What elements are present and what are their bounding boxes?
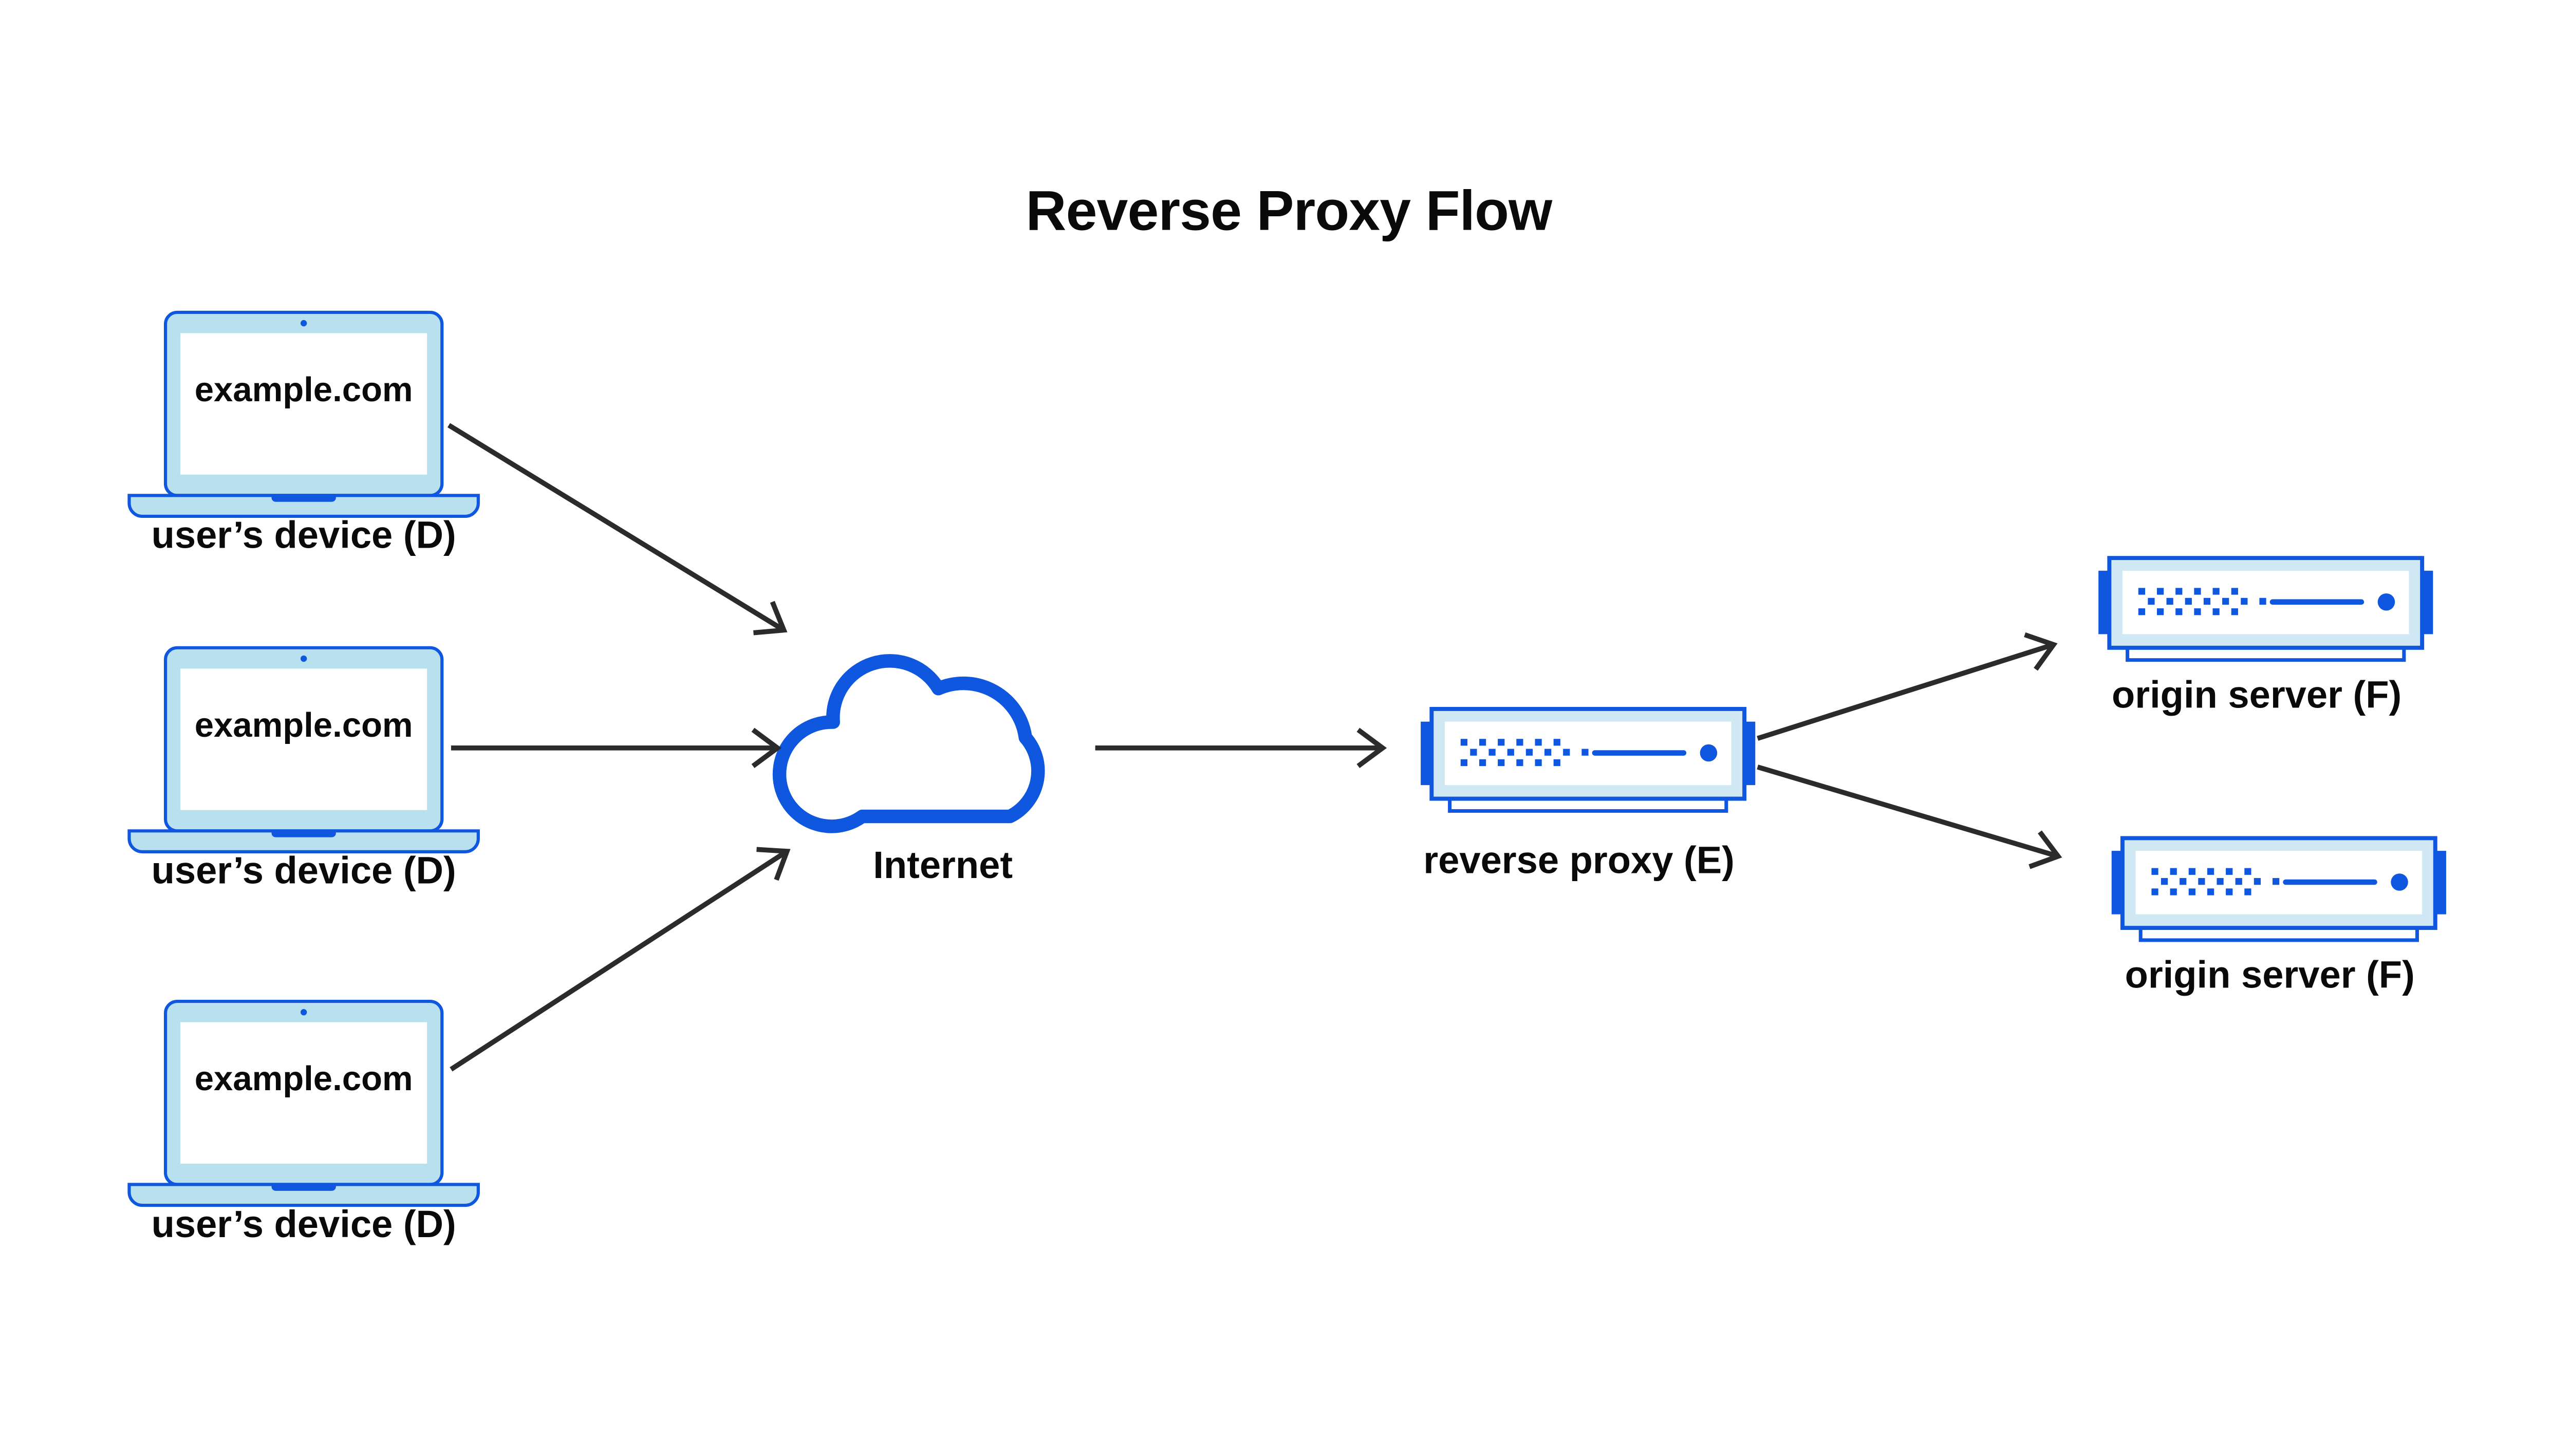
server-power-dot-icon <box>2391 873 2408 891</box>
server-power-dot-icon <box>1700 744 1718 762</box>
server-power-dot-icon <box>2377 593 2395 611</box>
cloud-icon <box>772 654 1045 833</box>
origin-server-1-node: origin server (F) <box>2098 556 2433 716</box>
user-device-3: example.com user’s device (D) <box>127 999 480 1245</box>
device-caption: user’s device (D) <box>152 514 456 556</box>
device-screen-text: example.com <box>195 706 413 744</box>
origin-server-1-label: origin server (F) <box>2112 673 2402 716</box>
server-icon <box>2111 836 2446 942</box>
arrow-device3-to-internet <box>450 847 791 1072</box>
laptop-base-notch <box>271 831 336 837</box>
device-caption: user’s device (D) <box>152 1203 456 1245</box>
server-vent-pattern-icon <box>2151 868 2280 895</box>
laptop-screen <box>180 1022 427 1164</box>
laptop-icon <box>127 646 480 853</box>
device-screen-text: example.com <box>195 1059 413 1098</box>
device-caption: user’s device (D) <box>152 849 456 892</box>
device-screen-text: example.com <box>195 370 413 409</box>
user-device-1: example.com user’s device (D) <box>127 310 480 556</box>
laptop-base <box>127 1183 480 1207</box>
origin-server-2-node: origin server (F) <box>2111 836 2446 996</box>
reverse-proxy-node: reverse proxy (E) <box>1421 706 1756 881</box>
laptop-base <box>127 829 480 853</box>
flow-arrows <box>447 423 2062 1072</box>
arrow-proxy-to-origin1 <box>1757 632 2058 741</box>
camera-dot-icon <box>300 655 307 662</box>
reverse-proxy-label: reverse proxy (E) <box>1423 838 1735 881</box>
server-icon <box>1421 706 1756 813</box>
server-icon <box>2098 556 2433 662</box>
internet-node: Internet <box>772 654 1045 886</box>
laptop-base-notch <box>271 1184 336 1191</box>
laptop-screen <box>180 333 427 475</box>
laptop-screen <box>180 668 427 810</box>
origin-server-2-label: origin server (F) <box>2125 954 2415 996</box>
laptop-icon <box>127 999 480 1207</box>
page-title: Reverse Proxy Flow <box>1026 179 1553 242</box>
arrow-proxy-to-origin2 <box>1757 764 2062 869</box>
internet-label: Internet <box>873 844 1013 886</box>
laptop-base <box>127 494 480 518</box>
arrow-device1-to-internet <box>447 423 788 636</box>
server-vent-pattern-icon <box>2138 588 2266 615</box>
server-vent-pattern-icon <box>1460 739 1589 767</box>
camera-dot-icon <box>300 1009 307 1016</box>
user-device-2: example.com user’s device (D) <box>127 646 480 892</box>
laptop-base-notch <box>271 495 336 502</box>
laptop-icon <box>127 310 480 518</box>
camera-dot-icon <box>300 320 307 327</box>
